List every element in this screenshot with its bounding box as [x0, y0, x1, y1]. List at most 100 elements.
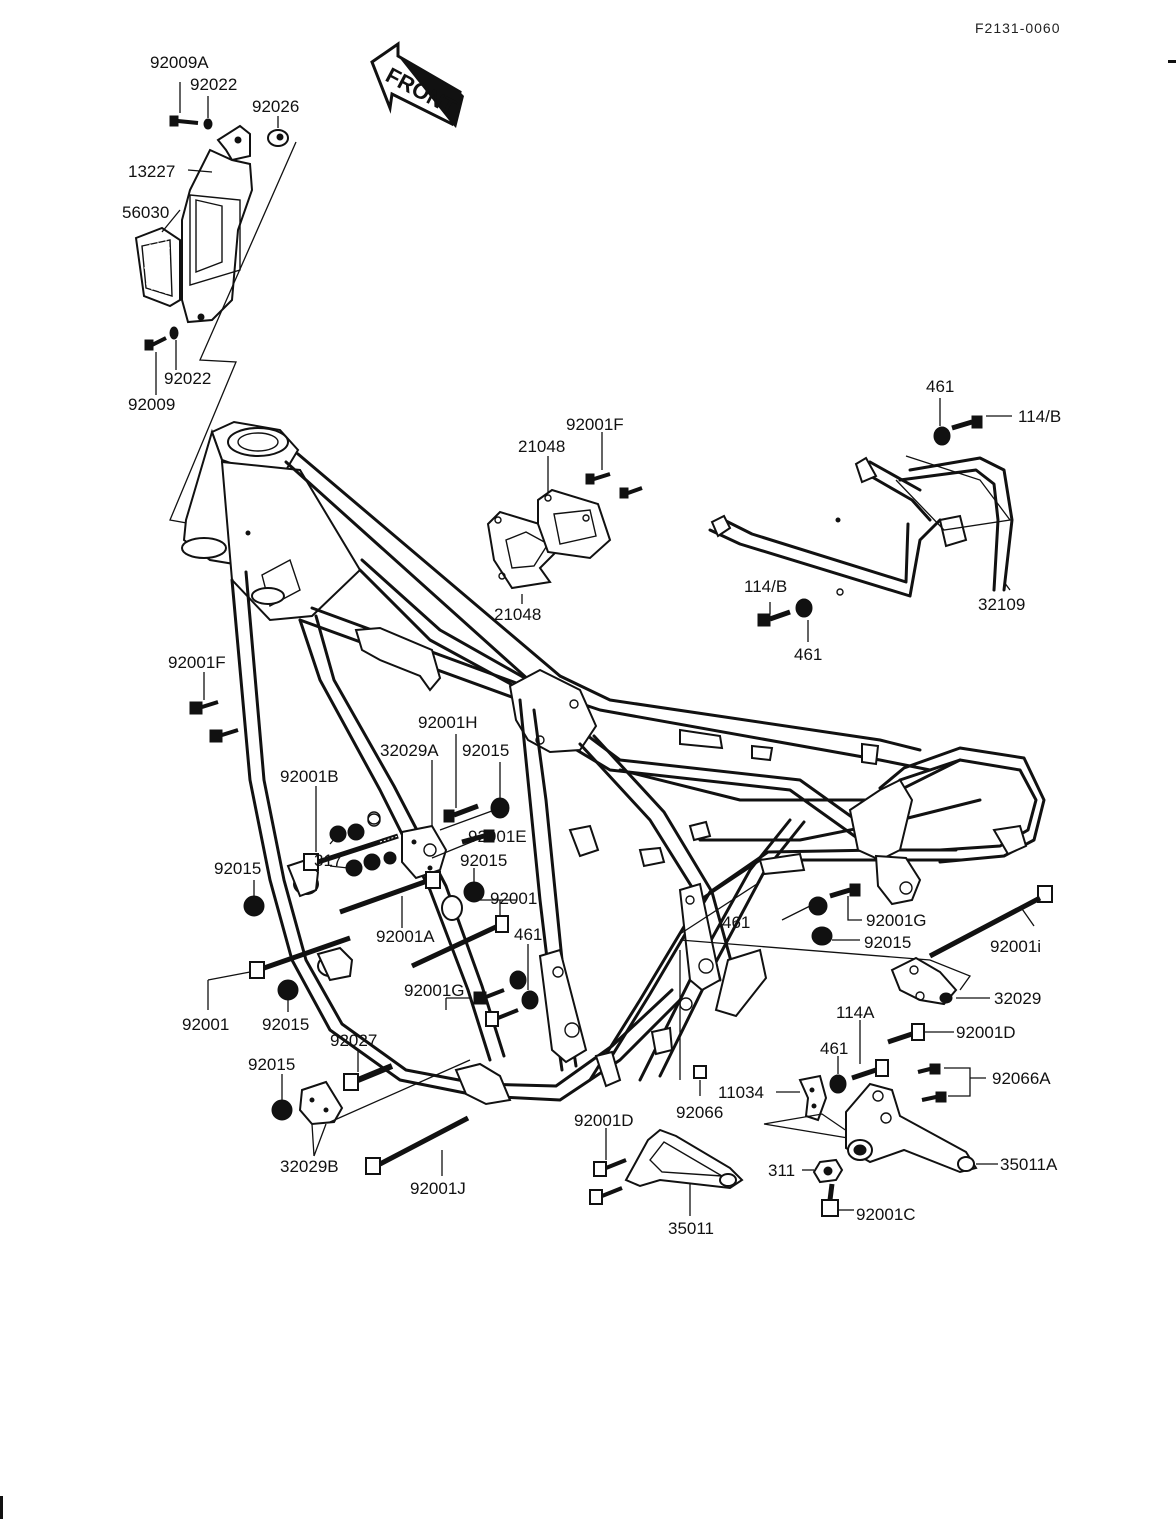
nut-461-e-icon [829, 1074, 847, 1094]
nut-92015-d-icon [811, 926, 833, 946]
label-32029: 32029 [994, 989, 1041, 1008]
bolt-92066-icon [693, 1065, 707, 1079]
label-92015-a: 92015 [462, 741, 509, 760]
label-92001-b: 92001 [182, 1015, 229, 1034]
bolt-114B-mid-icon [757, 609, 791, 627]
label-92027: 92027 [330, 1031, 377, 1050]
label-35011A: 35011A [1000, 1155, 1058, 1174]
plate-32029-icon [890, 956, 958, 1006]
bolt-92001F-left-a-icon [189, 700, 219, 715]
nut-92015-b-icon [243, 895, 265, 917]
label-92001F-top: 92001F [566, 415, 624, 434]
nut-92015-e-icon [277, 979, 299, 1001]
nut-461-top-icon [933, 426, 951, 446]
edge-mark-bottom [0, 1496, 3, 1519]
label-92015-c: 92015 [460, 851, 507, 870]
bolt-92001-b-icon [249, 935, 351, 979]
footpeg-bracket-35011A-icon [845, 1082, 978, 1174]
label-92001G-r: 92001G [866, 911, 927, 930]
bolt-92001J-icon [365, 1115, 470, 1175]
nut-92015-f-icon [271, 1099, 293, 1121]
grommet-92026-icon [267, 129, 289, 147]
label-92009: 92009 [128, 395, 175, 414]
label-92066A: 92066A [992, 1069, 1051, 1088]
label-35011: 35011 [668, 1219, 714, 1238]
bolt-92001C-icon [821, 1183, 839, 1217]
bolt-92001B-icon [303, 833, 399, 871]
label-92001G-l: 92001G [404, 981, 465, 1000]
label-92001B: 92001B [280, 767, 339, 786]
label-32109: 32109 [978, 595, 1025, 614]
label-92009A: 92009A [150, 53, 209, 72]
nut-461-c2-icon [521, 990, 539, 1010]
plate-32029A-icon [401, 824, 448, 880]
label-92066: 92066 [676, 1103, 723, 1122]
label-32029A: 32029A [380, 741, 439, 760]
nut-461-mid-icon [795, 598, 813, 618]
reference-code: F2131-0060 [975, 20, 1061, 36]
label-317: 317 [314, 851, 342, 870]
reflector-grille [134, 226, 181, 308]
bolt-92001E-icon [461, 829, 495, 845]
bolt-92001H-icon [443, 803, 479, 823]
rear-mount-fasteners [589, 881, 1053, 1217]
label-92015-b: 92015 [214, 859, 261, 878]
footpeg-bracket-35011-icon [624, 1128, 744, 1190]
bolt-92001G-right-icon [829, 883, 861, 899]
nut-461-d-icon [808, 896, 828, 916]
plate-32029B-icon [298, 1080, 344, 1126]
side-cover-assembly [134, 82, 297, 535]
nut-461-c-icon [509, 970, 527, 990]
bolt-92009A-icon [169, 115, 199, 127]
bolt-92009-icon [144, 336, 167, 351]
label-11034: 11034 [718, 1083, 764, 1102]
label-92001-a: 92001 [490, 889, 537, 908]
label-92015-d: 92015 [864, 933, 911, 952]
label-21048-bot: 21048 [494, 605, 541, 624]
label-92001D-r: 92001D [956, 1023, 1016, 1042]
nut-92015-c-icon [463, 881, 485, 903]
center-stand-32109 [708, 398, 1014, 642]
label-92015-e: 92015 [262, 1015, 309, 1034]
label-92001F-left: 92001F [168, 653, 226, 672]
bracket-21048-pair [486, 432, 643, 604]
bolt-114B-top-icon [951, 415, 983, 431]
label-461-top: 461 [926, 377, 954, 396]
label-311: 311 [768, 1161, 795, 1180]
label-92022-top: 92022 [190, 75, 237, 94]
label-92026: 92026 [252, 97, 299, 116]
bolt-92001D-left-b-icon [589, 1186, 623, 1205]
front-engine-mount-fasteners [189, 672, 539, 1176]
bolt-92001D-left-a-icon [593, 1158, 627, 1177]
label-13227: 13227 [128, 162, 175, 181]
washer-92022-bot-icon [169, 326, 179, 340]
bolt-92001F-left-b-icon [209, 728, 239, 743]
nut-311-icon [812, 1158, 844, 1184]
edge-mark [1168, 60, 1176, 63]
bolt-92001A-icon [339, 871, 441, 915]
label-92001D-l: 92001D [574, 1111, 634, 1130]
label-56030: 56030 [122, 203, 169, 222]
label-92001i: 92001i [990, 937, 1041, 956]
label-92001A: 92001A [376, 927, 435, 946]
bolt-92001G-left-b-icon [485, 1008, 519, 1027]
label-114B-mid: 114/B [744, 577, 787, 596]
label-114A: 114A [836, 1003, 875, 1022]
label-92001H: 92001H [418, 713, 478, 732]
bolt-92001F-top-2-icon [619, 486, 643, 499]
label-92001C: 92001C [856, 1205, 916, 1224]
bolt-92027-icon [343, 1063, 394, 1091]
label-21048-top: 21048 [518, 437, 565, 456]
bolt-114A-icon [851, 1059, 889, 1081]
label-461-e: 461 [820, 1039, 848, 1058]
washer-92022-top-icon [203, 118, 213, 130]
label-92015-f: 92015 [248, 1055, 295, 1074]
bolt-92001-a-icon [410, 915, 509, 969]
bolt-92001G-left-a-icon [473, 988, 505, 1005]
label-461-d: 461 [722, 913, 750, 932]
bolt-92066A-b-icon [921, 1091, 947, 1103]
label-114B-top: 114/B [1018, 407, 1061, 426]
label-32029B: 32029B [280, 1157, 339, 1176]
label-92022-bot: 92022 [164, 369, 211, 388]
